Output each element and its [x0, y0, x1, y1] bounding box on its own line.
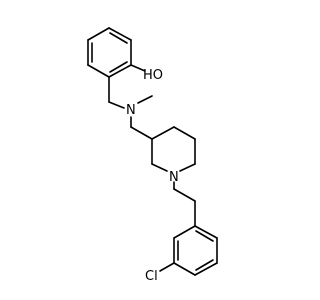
bond-ch2-c3: [130, 126, 153, 140]
chlorine-label: Cl: [145, 269, 158, 284]
bond: [87, 64, 110, 78]
bond: [151, 163, 168, 172]
bond-c-cl: [159, 262, 175, 272]
bond-n-methyl: [137, 95, 153, 104]
bond-c-oh: [130, 64, 146, 72]
bond-ch2-n: [108, 101, 125, 109]
hydroxyl-label: HO: [143, 68, 163, 83]
bond-ch2-ch2: [173, 188, 196, 202]
double-bond-inner: [109, 61, 128, 73]
bond: [151, 126, 175, 140]
piperidine-ring: [151, 126, 196, 172]
bond: [87, 27, 110, 41]
bond: [179, 163, 196, 172]
piperidine-n-label: N: [169, 170, 179, 185]
chlorophenyl-ring: [173, 225, 218, 276]
bond: [173, 126, 196, 140]
bond: [173, 225, 196, 239]
double-bond-inner: [195, 259, 214, 271]
phenol-ring: [87, 27, 132, 78]
bond: [108, 64, 132, 78]
bond: [194, 225, 218, 239]
structure-diagram: HO N N Cl: [87, 27, 218, 284]
double-bond-inner: [109, 32, 128, 44]
bond: [173, 262, 196, 276]
amine-n-label: N: [126, 103, 136, 118]
bond: [194, 262, 218, 276]
double-bond-inner: [195, 230, 214, 242]
bond: [108, 27, 132, 41]
